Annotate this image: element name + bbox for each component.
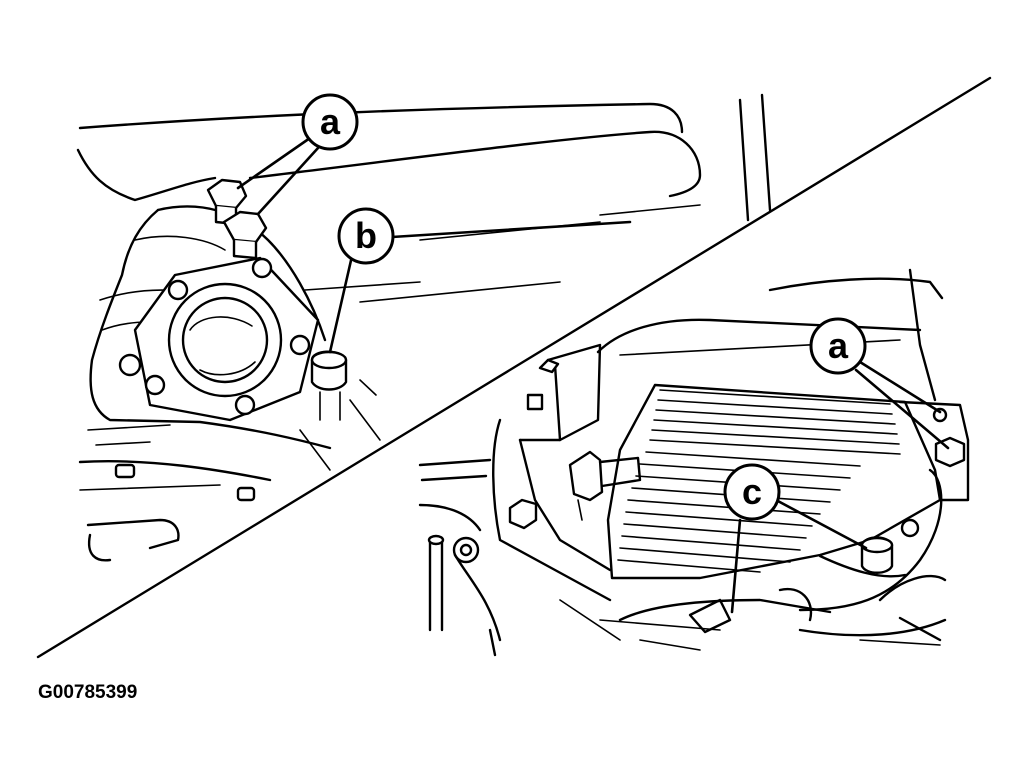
callout-label-left-b: b xyxy=(355,215,377,256)
divider-line xyxy=(36,76,992,659)
left-view xyxy=(76,93,772,562)
callout-right-c: c xyxy=(723,463,868,614)
callout-left-a: a xyxy=(236,93,359,216)
callout-label-right-a: a xyxy=(828,325,849,366)
callout-right-a: a xyxy=(809,317,950,450)
callout-left-b: b xyxy=(328,207,632,354)
figure-id-code: G00785399 xyxy=(38,682,138,703)
callout-label-left-a: a xyxy=(320,101,341,142)
callout-label-right-c: c xyxy=(742,471,762,512)
right-view xyxy=(418,268,970,657)
cooling-fins xyxy=(617,389,901,573)
